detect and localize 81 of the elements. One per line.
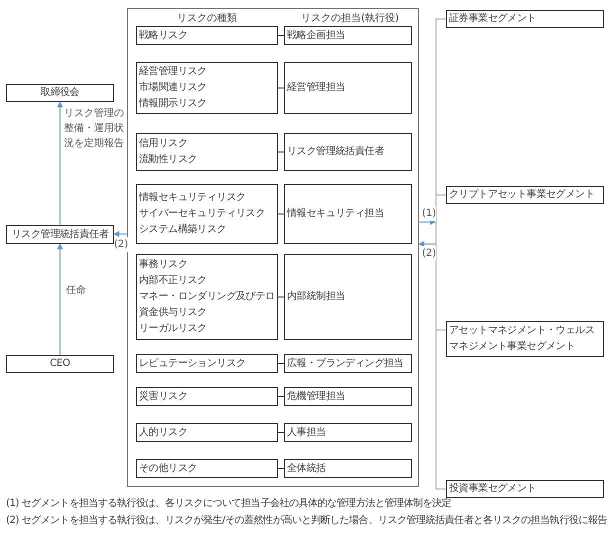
connector-line: [278, 35, 284, 36]
arrow: [57, 101, 63, 226]
connector-line: [278, 363, 284, 364]
risk-owner-box: [284, 133, 412, 171]
list-item-text: 人的リスク: [139, 426, 188, 440]
box-label: CEO: [50, 357, 70, 371]
risk-owner-box: [284, 354, 412, 373]
risk-type-box: [136, 354, 278, 373]
list-item-text: 信用リスク: [139, 137, 188, 151]
risk-owner-box: [284, 184, 412, 244]
list-item-text: 内部不正リスク: [139, 274, 207, 288]
list-item-text: アセットマネジメント・ウェルスマネジメント事業セグメント: [449, 324, 596, 354]
list-item-text: マネー・ロンダリング及びテロ資金供与リスク: [139, 290, 275, 320]
list-item-text: 戦略リスク: [139, 28, 188, 42]
column-header: リスクの担当(執行役): [300, 12, 400, 26]
ceo-box: [6, 355, 114, 373]
list-item-text: レピュテーションリスク: [139, 356, 246, 370]
segment-box: [446, 321, 604, 357]
edge-label: (2): [422, 246, 436, 261]
officer-box: [6, 225, 114, 244]
risk-type-box: [136, 26, 278, 45]
connector-line: [436, 194, 446, 330]
risk-type-box: [136, 387, 278, 406]
footnote: (1) セグメントを担当する執行役は、各リスクについて担当子会社の具体的な管理方法と管理体制を決定: [6, 497, 452, 511]
edge-label: (2): [114, 237, 128, 252]
segment-box: [446, 480, 604, 498]
list-item-text: 情報セキュリティ担当: [287, 206, 384, 221]
risk-type-box: [136, 423, 278, 442]
segment-box: [446, 10, 604, 28]
edge-label: リスク管理の整備・運用状況を定期報告: [64, 106, 126, 151]
list-item-text: システム構築リスク: [139, 222, 226, 237]
list-item-text: 内部統制担当: [287, 290, 346, 304]
risk-owner-box: [284, 254, 412, 340]
list-item-text: 戦略企画担当: [287, 28, 346, 42]
list-item-text: 証券事業セグメント: [449, 12, 536, 26]
list-item-text: リスク管理統括責任者: [287, 144, 384, 159]
edge-label: (1): [422, 206, 436, 221]
list-item-text: クリプトアセット事業セグメント: [449, 188, 595, 202]
risk-matrix-panel: [127, 8, 419, 487]
list-item-text: 災害リスク: [139, 390, 188, 404]
risk-owner-box: [284, 387, 412, 406]
connector-line: [278, 432, 284, 433]
arrow: [57, 243, 63, 356]
connector-line: [278, 296, 284, 298]
list-item-text: 投資事業セグメント: [449, 482, 536, 496]
arrow: [418, 219, 436, 225]
risk-type-box: [136, 133, 278, 171]
list-item-text: リーガルリスク: [139, 322, 207, 336]
risk-type-box: [136, 184, 278, 244]
arrow: [418, 241, 436, 247]
list-item-text: 人事担当: [287, 426, 326, 440]
list-item-text: 流動性リスク: [139, 152, 198, 167]
box-label: 取締役会: [40, 86, 80, 100]
risk-type-box: [136, 459, 278, 478]
risk-owner-box: [284, 423, 412, 442]
connector-line: [278, 468, 284, 469]
list-item-text: 情報開示リスク: [139, 96, 207, 111]
risk-owner-box: [284, 459, 412, 478]
list-item-text: 情報セキュリティリスク: [139, 190, 246, 205]
risk-type-box: [136, 62, 278, 114]
list-item-text: 事務リスク: [139, 258, 188, 272]
list-item-text: 経営管理担当: [287, 80, 346, 95]
column-header: リスクの種類: [176, 12, 238, 26]
list-item-text: サイバーセキュリティリスク: [139, 207, 266, 221]
list-item-text: その他リスク: [139, 462, 198, 476]
footnote: (2) セグメントを担当する執行役は、リスクが発生/その蓋然性が高いと判断した場合、リスク管理統括責任者と各リスクの担当執行役に報告: [6, 514, 608, 528]
risk-type-box: [136, 254, 278, 340]
risk-owner-box: [284, 26, 412, 45]
board-box: [6, 84, 114, 102]
connector-line: [436, 18, 446, 196]
list-item-text: 全体統括: [287, 462, 326, 476]
arrow: [113, 231, 128, 237]
connector-line: [436, 330, 446, 490]
connector-line: [278, 396, 284, 397]
list-item-text: 広報・ブランディング担当: [287, 356, 404, 370]
box-label: リスク管理統括責任者: [11, 228, 108, 242]
list-item-text: 市場関連リスク: [139, 80, 207, 95]
risk-owner-box: [284, 62, 412, 114]
list-item-text: 経営管理リスク: [139, 64, 207, 79]
segment-box: [446, 186, 604, 204]
list-item-text: 危機管理担当: [287, 390, 346, 404]
